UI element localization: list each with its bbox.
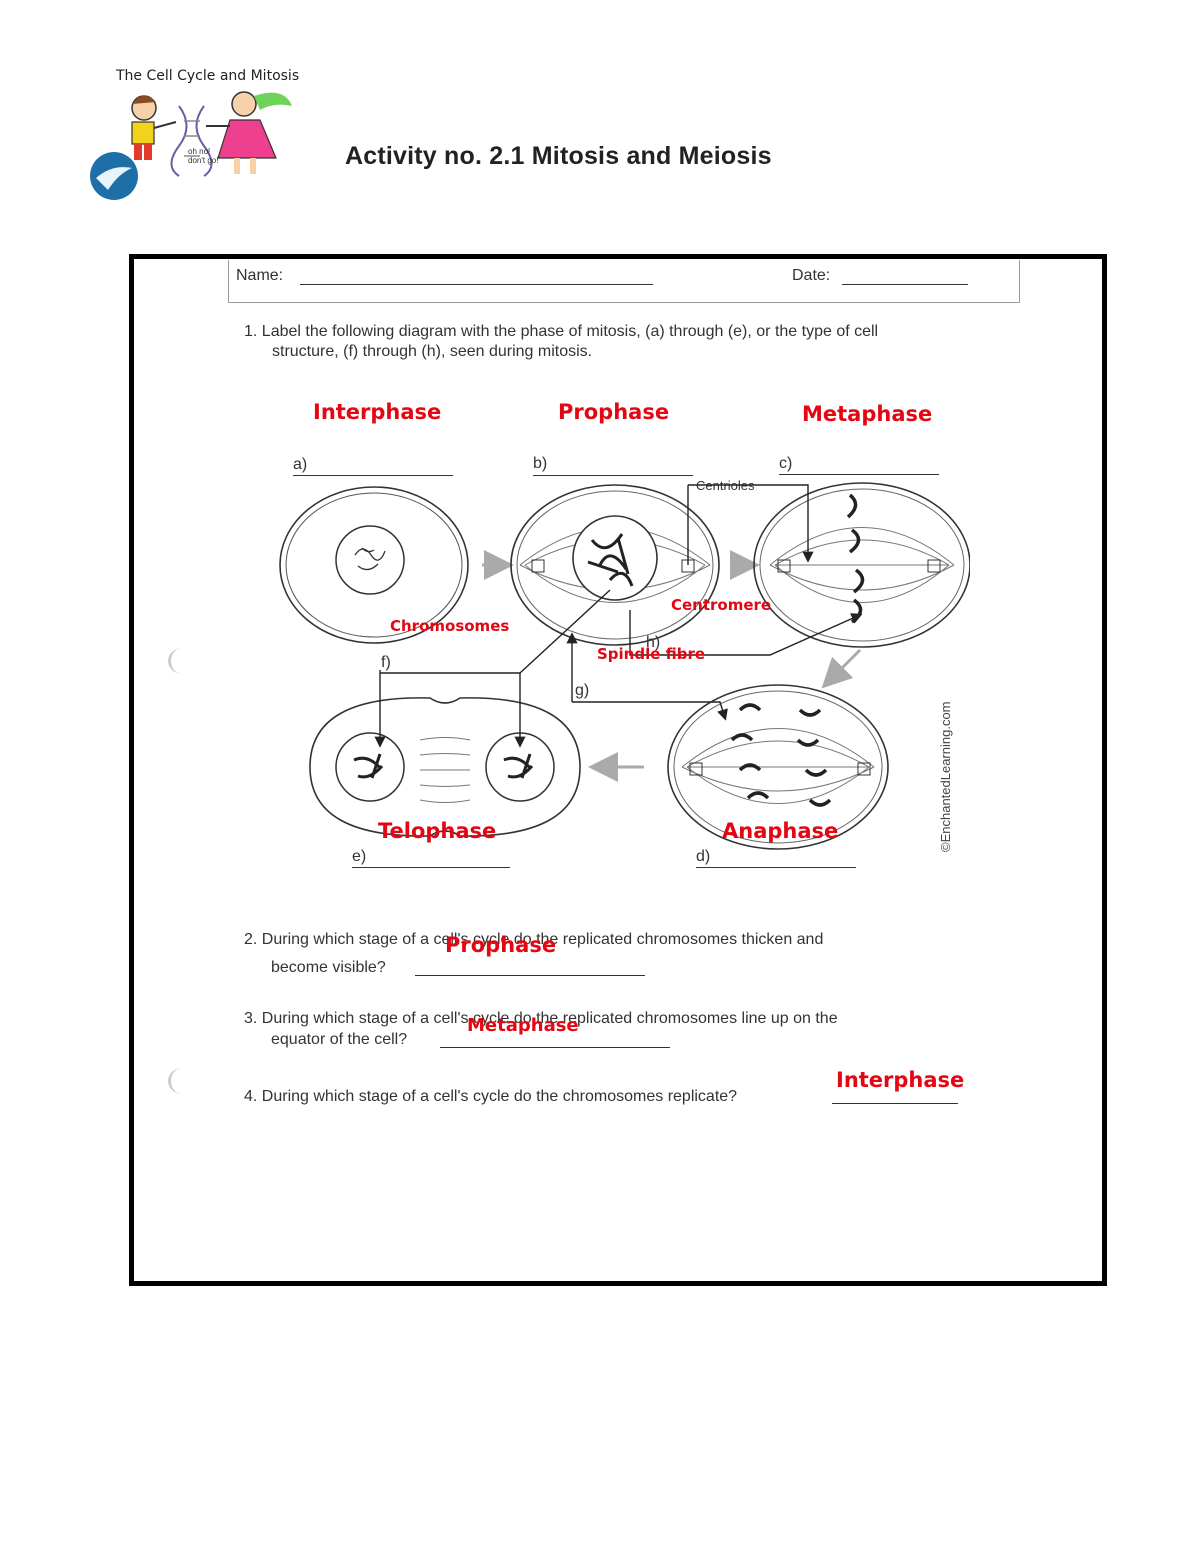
date-field[interactable] (842, 284, 968, 285)
answer-d-anaphase: Anaphase (722, 819, 838, 843)
answer-line-d[interactable] (696, 867, 856, 868)
question-2-line-2: become visible? (271, 959, 386, 977)
question-1-line-1: 1. Label the following diagram with the … (244, 323, 878, 341)
answer-line-q2[interactable] (415, 975, 645, 976)
label-g: g) (575, 682, 589, 700)
answer-a-interphase: Interphase (313, 400, 441, 424)
answer-h-spindle-fibre: Spindle fibre (597, 645, 705, 663)
name-field[interactable] (300, 284, 653, 285)
question-4-line-1: 4. During which stage of a cell's cycle … (244, 1088, 737, 1106)
label-d: d) (696, 848, 710, 866)
activity-title: Activity no. 2.1 Mitosis and Meiosis (345, 142, 772, 171)
answer-b-prophase: Prophase (558, 400, 669, 424)
label-f: f) (381, 654, 391, 672)
answer-q3-metaphase: Metaphase (467, 1015, 579, 1036)
answer-q2-prophase: Prophase (445, 933, 556, 957)
mitosis-diagram (270, 470, 970, 880)
kids-logo-illustration (84, 86, 294, 201)
answer-line-q4[interactable] (832, 1103, 958, 1104)
answer-c-metaphase: Metaphase (802, 402, 932, 426)
label-e: e) (352, 848, 366, 866)
answer-e-telophase: Telophase (378, 819, 496, 843)
enchanted-learning-credit: ©EnchantedLearning.com (938, 701, 953, 852)
date-label: Date: (792, 267, 830, 285)
answer-line-q3[interactable] (440, 1047, 670, 1048)
question-1-line-2: structure, (f) through (h), seen during … (272, 343, 592, 361)
answer-g-centromere: Centromere (671, 596, 771, 614)
name-date-box (228, 260, 1020, 303)
answer-line-e[interactable] (352, 867, 510, 868)
name-label: Name: (236, 267, 283, 285)
answer-f-chromosomes: Chromosomes (390, 617, 509, 635)
logo-speech-caption: oh no! don't go! (188, 147, 228, 165)
answer-q4-interphase: Interphase (836, 1068, 964, 1092)
logo-title: The Cell Cycle and Mitosis (116, 68, 299, 84)
cell-e-telophase (310, 698, 580, 836)
punch-hole-mark (168, 648, 197, 674)
cell-c-metaphase (754, 483, 970, 647)
punch-hole-mark (168, 1068, 197, 1094)
question-3-line-2: equator of the cell? (271, 1031, 407, 1049)
